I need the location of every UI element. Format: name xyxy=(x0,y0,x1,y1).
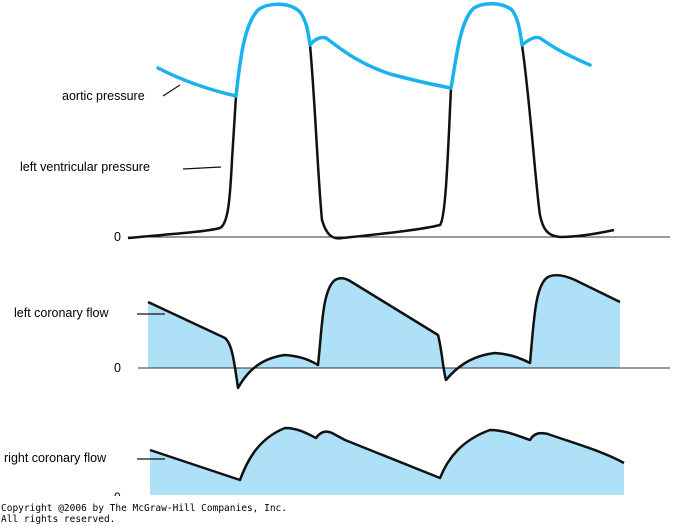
aortic-pressure-leader xyxy=(162,84,181,97)
right-coronary-flow-fill xyxy=(150,428,624,495)
left-coronary-flow-fill xyxy=(148,275,620,388)
left-coronary-flow-label: left coronary flow xyxy=(14,306,109,320)
left-ventricular-pressure-label: left ventricular pressure xyxy=(20,160,150,174)
zero-right-flow-label: 0 xyxy=(114,490,121,496)
aortic-pressure-label: aortic pressure xyxy=(62,89,145,103)
right-coronary-flow-trace xyxy=(149,426,625,482)
left-ventricular-pressure-trace xyxy=(127,44,615,240)
zero-pressure-label: 0 xyxy=(114,230,121,244)
copyright-line: Copyright @2006 by The McGraw-Hill Compa… xyxy=(1,503,287,514)
zero-left-flow-label: 0 xyxy=(114,361,121,375)
aortic-pressure-trace xyxy=(156,2,592,98)
left-coronary-flow-trace xyxy=(147,273,621,390)
right-coronary-flow-label: right coronary flow xyxy=(4,451,107,465)
lv-pressure-leader xyxy=(182,166,222,170)
rights-reserved-line: All rights reserved. xyxy=(1,514,116,525)
